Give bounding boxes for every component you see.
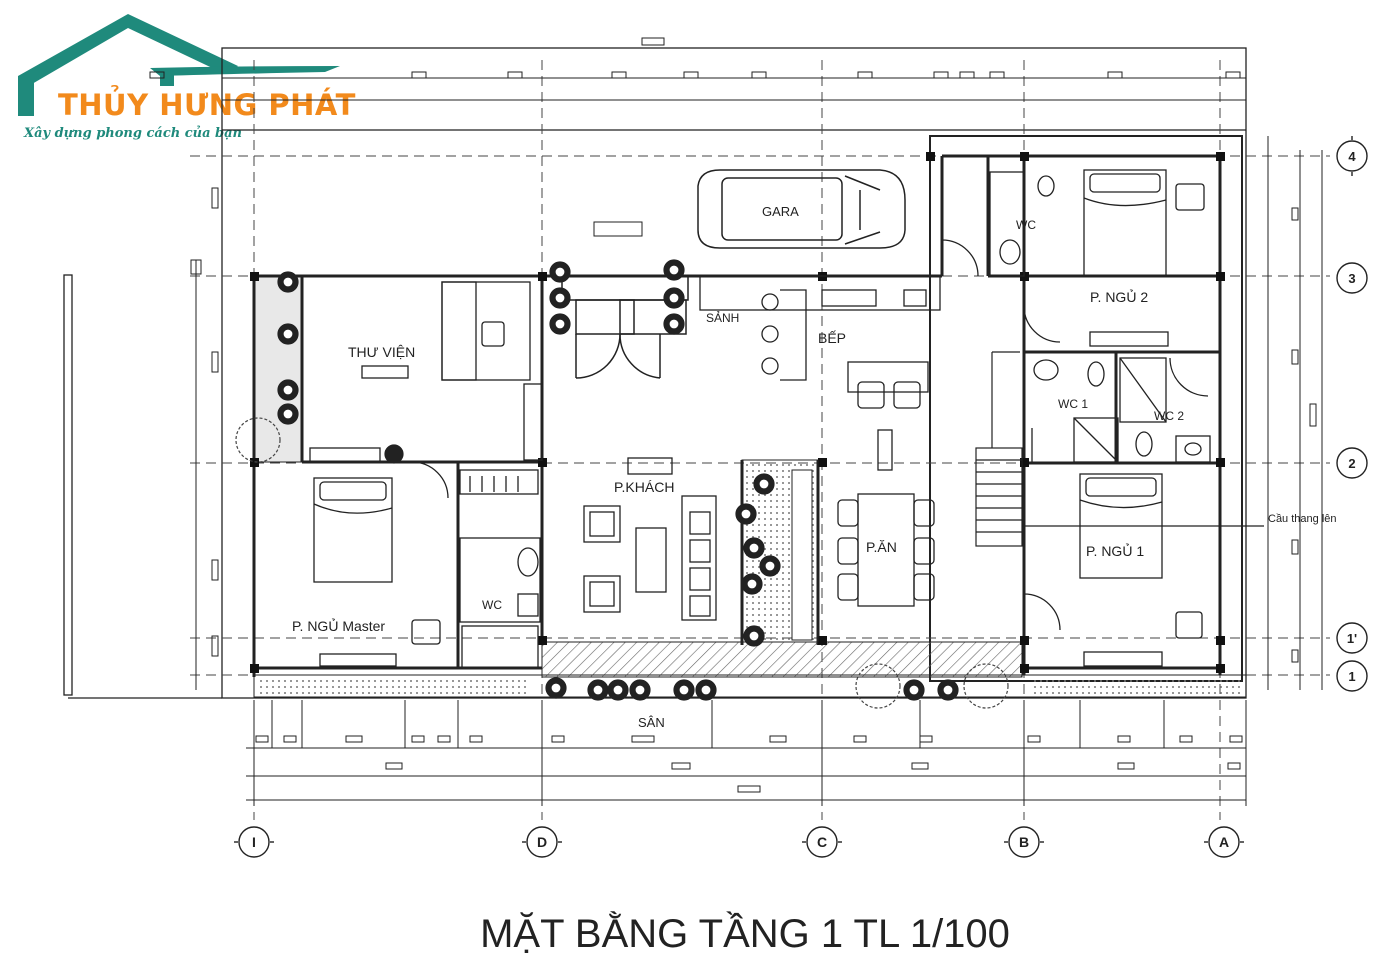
- axis-label-right-4: 1': [1347, 631, 1357, 646]
- room-label-dining-room: P.ĂN: [866, 539, 897, 555]
- axis-label-right-1: 4: [1348, 149, 1356, 164]
- drawing-caption: MẶT BẰNG TẦNG 1 TL 1/100: [480, 912, 1010, 956]
- room-label-master-bedroom: P. NGỦ Master: [292, 617, 385, 634]
- axis-label-bottom-1: I: [252, 834, 256, 850]
- room-label-wc-1: WC 1: [1058, 397, 1088, 411]
- axis-label-right-2: 3: [1348, 271, 1355, 286]
- garage-label-box: [593, 221, 643, 237]
- bottom-dimensions: [246, 700, 1247, 806]
- area-label-yard: SÂN: [638, 715, 665, 730]
- top-dimensions: [149, 37, 1246, 101]
- room-label-bedroom-2: P. NGỦ 2: [1090, 288, 1148, 305]
- main-walls: [252, 154, 1222, 677]
- company-logo: THỦY HƯNG PHÁT Xây dựng phong cách của b…: [10, 8, 355, 148]
- room-label-living-room: P.KHÁCH: [614, 479, 674, 495]
- center-pond: [791, 469, 813, 641]
- bedroom2-and-wc-fixtures: [941, 169, 1205, 347]
- axis-label-right-3: 2: [1348, 456, 1355, 471]
- bedroom1-furniture: [1023, 473, 1203, 667]
- planter-strip-left: [258, 678, 528, 694]
- room-label-bedroom-1: P. NGỦ 1: [1086, 542, 1144, 559]
- front-step: [253, 674, 1247, 698]
- axis-label-bottom-5: A: [1219, 834, 1229, 850]
- axis-label-bottom-3: C: [817, 834, 827, 850]
- area-label-garage: GARA: [762, 204, 799, 219]
- car-icon: [697, 169, 906, 249]
- stair-label: Cầu thang lên: [1268, 513, 1337, 525]
- kitchen-fixtures: [699, 275, 941, 471]
- grid-lines: [190, 60, 1330, 820]
- axis-label-bottom-4: B: [1019, 834, 1029, 850]
- trees: [235, 259, 1009, 709]
- room-label-library: THƯ VIỆN: [348, 344, 415, 360]
- garden-strip-left: [253, 275, 303, 463]
- lot-boundary: [63, 47, 1247, 699]
- logo-slogan: Xây dựng phong cách của bạn: [24, 126, 242, 141]
- dining-furniture: [837, 493, 935, 607]
- axis-label-bottom-2: D: [537, 834, 547, 850]
- master-bedroom-furniture: [313, 461, 541, 669]
- right-dimensions: [1267, 136, 1323, 690]
- logo-brand-name: THỦY HƯNG PHÁT: [58, 88, 356, 122]
- room-label-wc-top: WC: [1016, 218, 1036, 232]
- room-label-kitchen: BẾP: [818, 330, 846, 346]
- house-roof-icon: [18, 14, 340, 116]
- planter-strip-right: [1030, 678, 1240, 694]
- front-terrace-hatch: [541, 641, 1023, 678]
- library-furniture: [309, 281, 543, 463]
- bottom-axis-markers: [234, 826, 1244, 858]
- right-axis-markers: [1336, 136, 1368, 692]
- living-furniture: [583, 457, 717, 621]
- area-label-lobby: SẢNH: [706, 310, 739, 325]
- staircase: [975, 351, 1264, 547]
- room-label-wc-2: WC 2: [1154, 409, 1184, 423]
- wc1-wc2-fixtures: [1031, 357, 1211, 463]
- structural-columns: [250, 152, 1225, 673]
- axis-label-right-5: 1: [1348, 669, 1355, 684]
- left-dimensions: [190, 187, 219, 690]
- room-label-wc-master: WC: [482, 598, 502, 612]
